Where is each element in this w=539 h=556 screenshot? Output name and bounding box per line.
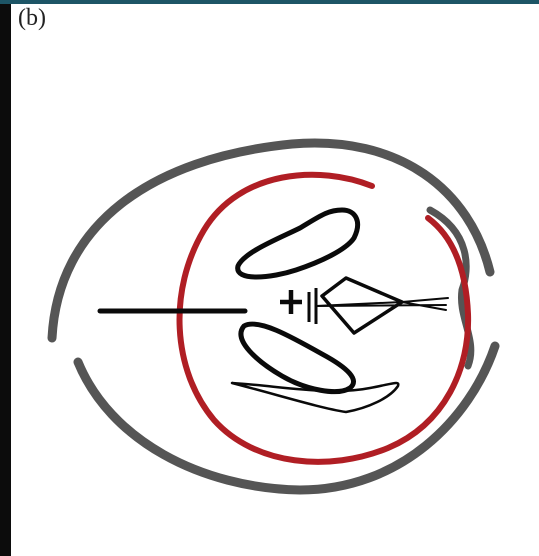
upper-bean-shape xyxy=(238,210,358,277)
red-circle xyxy=(180,175,469,462)
pointer-lines xyxy=(316,298,448,310)
lower-bean-shape xyxy=(241,324,354,392)
